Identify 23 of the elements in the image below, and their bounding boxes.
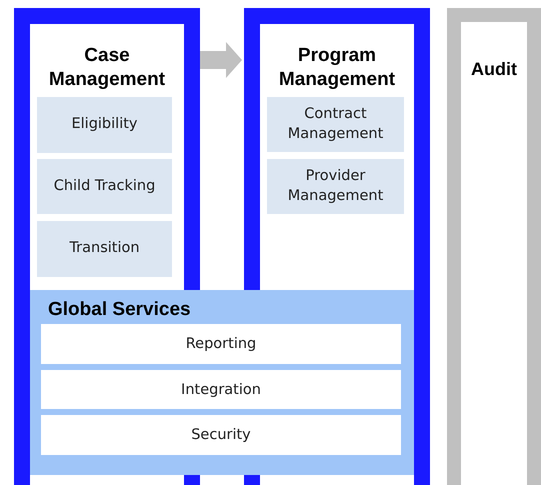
column-heading: Program Management bbox=[278, 44, 396, 92]
service-box bbox=[41, 415, 401, 455]
band-heading: Global Services bbox=[48, 299, 191, 321]
box-label: Integration bbox=[181, 382, 261, 398]
block-arrow bbox=[200, 42, 242, 78]
feature-box bbox=[267, 159, 404, 214]
box-label: Contract Management bbox=[286, 104, 384, 144]
module-column bbox=[447, 8, 541, 485]
feature-box bbox=[37, 221, 172, 277]
box-label: Child Tracking bbox=[54, 176, 156, 196]
column-heading: Case Management bbox=[48, 44, 166, 92]
feature-box bbox=[37, 97, 172, 153]
service-box bbox=[41, 324, 401, 364]
column-heading: Audit bbox=[470, 58, 518, 80]
feature-box bbox=[267, 97, 404, 152]
box-label: Eligibility bbox=[71, 115, 138, 134]
services-band bbox=[30, 290, 414, 475]
box-label: Provider Management bbox=[286, 166, 384, 206]
box-label: Security bbox=[191, 427, 251, 443]
box-label: Reporting bbox=[186, 336, 256, 352]
box-label: Transition bbox=[69, 239, 140, 258]
feature-box bbox=[37, 159, 172, 214]
service-box bbox=[41, 370, 401, 409]
